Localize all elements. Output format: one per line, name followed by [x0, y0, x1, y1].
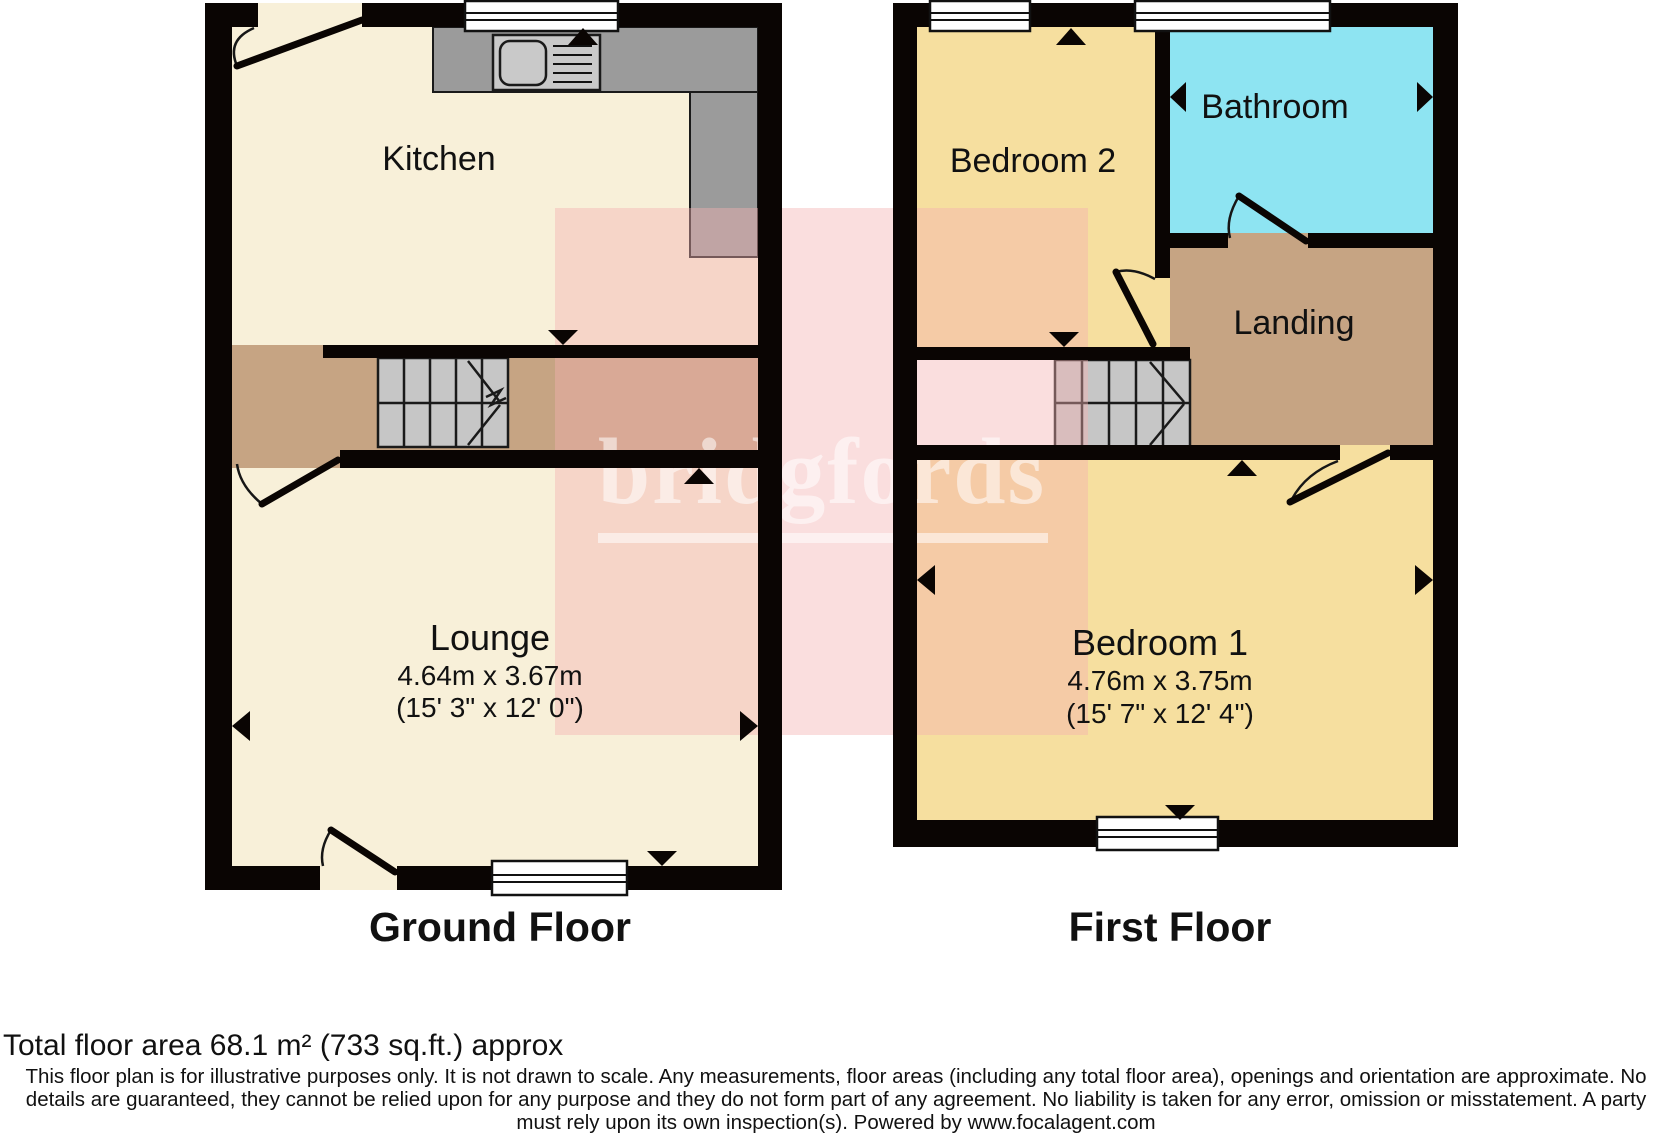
marker-up-icon	[684, 468, 714, 484]
stairwell-void	[917, 360, 1055, 447]
doors	[232, 3, 1392, 890]
walls	[205, 3, 1458, 890]
windows	[463, 0, 1332, 897]
first-floor-title: First Floor	[1069, 904, 1272, 950]
bedroom2-room	[917, 27, 1170, 360]
marker-up-icon	[1056, 28, 1086, 45]
bedroom2-window	[928, 0, 1032, 33]
direction-markers	[232, 28, 1433, 866]
sink-icon	[491, 33, 602, 92]
room-labels: Kitchen Lounge 4.64m x 3.67m (15' 3" x 1…	[382, 88, 1354, 729]
footer: Total floor area 68.1 m² (733 sq.ft.) ap…	[3, 1029, 1647, 1134]
marker-down-icon	[1049, 332, 1079, 347]
ground-floor-title: Ground Floor	[369, 904, 631, 950]
total-floor-area: Total floor area 68.1 m² (733 sq.ft.) ap…	[3, 1029, 563, 1062]
marker-down-icon	[548, 330, 578, 345]
disclaimer-line-3: must rely upon its own inspection(s). Po…	[516, 1111, 1155, 1134]
bathroom-door	[1227, 192, 1310, 248]
staircase-first	[1053, 358, 1192, 449]
marker-left-icon	[917, 565, 935, 595]
lounge-window	[490, 859, 629, 897]
marker-up-icon	[1227, 460, 1257, 476]
lounge-dimensions-metric: 4.64m x 3.67m	[397, 660, 582, 691]
bedroom2-label: Bedroom 2	[950, 142, 1116, 180]
marker-right-icon	[740, 711, 758, 741]
bedroom1-door	[1286, 445, 1392, 506]
bedroom2-door	[1112, 268, 1170, 348]
bedroom1-label: Bedroom 1	[1072, 622, 1248, 663]
bedroom1-dimensions-imperial: (15' 7" x 12' 4")	[1066, 698, 1254, 729]
marker-left-icon	[232, 711, 250, 741]
disclaimer-line-2: details are guaranteed, they cannot be r…	[26, 1088, 1647, 1111]
marker-left-icon	[1170, 82, 1186, 112]
bedroom1-window	[1095, 815, 1220, 852]
watermark: bridgfords	[555, 208, 1088, 735]
lounge-internal-door	[235, 456, 342, 508]
marker-down-icon	[647, 851, 677, 866]
kitchen-entrance-door	[232, 3, 366, 70]
first-floor-plan	[917, 27, 1433, 820]
watermark-text: bridgfords	[598, 420, 1046, 524]
bedroom1-dimensions-metric: 4.76m x 3.75m	[1067, 665, 1252, 696]
landing-floor	[1170, 248, 1433, 445]
bathroom-label: Bathroom	[1201, 88, 1348, 126]
bedroom1-room	[917, 445, 1433, 820]
watermark-box	[555, 208, 1088, 735]
kitchen-label: Kitchen	[382, 140, 495, 178]
marker-right-icon	[1417, 82, 1433, 112]
marker-right-icon	[1415, 565, 1433, 595]
bathroom-window	[1133, 0, 1332, 33]
ground-floor-plan	[232, 26, 759, 866]
marker-up-icon	[568, 28, 598, 45]
watermark-underline	[598, 533, 1048, 543]
marker-down-icon	[1165, 805, 1195, 820]
bathroom-room	[1170, 27, 1433, 248]
landing-label: Landing	[1233, 304, 1354, 342]
kitchen-window	[463, 0, 620, 33]
lounge-label: Lounge	[430, 617, 550, 658]
staircase-ground	[376, 356, 510, 449]
disclaimer-line-1: This floor plan is for illustrative purp…	[25, 1065, 1646, 1088]
lounge-dimensions-imperial: (15' 3" x 12' 0")	[396, 692, 584, 723]
lounge-front-door	[320, 826, 399, 890]
